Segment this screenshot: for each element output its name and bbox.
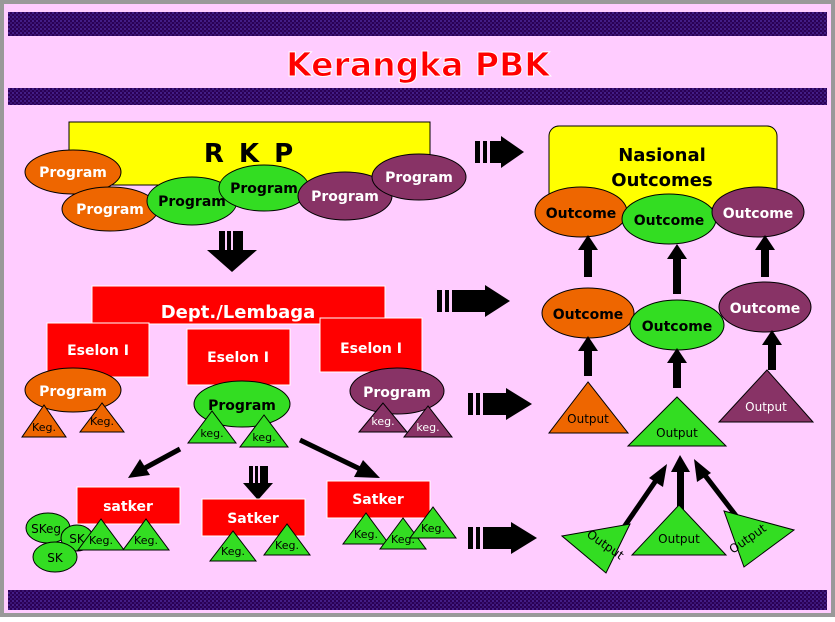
dept-keg-triangle-3: [187, 410, 237, 444]
dept-program-oval-3: [349, 367, 445, 415]
eselon-label-1: Eselon I: [67, 343, 129, 359]
top-band: [8, 12, 827, 36]
satker-keg-6: Keg.: [391, 533, 415, 546]
eselon-label-2: Eselon I: [207, 350, 269, 366]
bottom-band: [8, 590, 827, 610]
arrow-to-satker-left-icon: [128, 446, 182, 478]
output-3: Output: [745, 400, 787, 414]
satker-keg-triangle-4: [263, 523, 311, 556]
dept-keg-triangle-5: [357, 402, 409, 433]
rkp-program-5: Program: [311, 189, 379, 205]
satker-keg-4: Keg.: [275, 539, 299, 552]
dept-keg-2: Keg.: [90, 415, 114, 428]
arrow-up-icon-4: [578, 336, 598, 376]
satker-keg-triangle-5: [342, 512, 390, 545]
arrow-up-icon-3: [755, 235, 775, 277]
arrow-right-icon-1: [475, 136, 524, 168]
dept-keg-4: keg.: [252, 431, 275, 444]
nasional-label-line2: Outcomes: [611, 170, 712, 191]
title-band: [8, 88, 827, 105]
arrow-up-icon-5: [667, 348, 687, 388]
nasional-outcome-2: Outcome: [634, 213, 705, 229]
dept-keg-6: keg.: [416, 421, 439, 434]
dept-keg-triangle-4: [239, 414, 289, 448]
rkp-program-1: Program: [39, 165, 107, 181]
dept-keg-triangle-2: [78, 402, 126, 433]
bottom-output-triangle-1: [560, 523, 631, 574]
sk-oval-3: [32, 541, 78, 573]
dept-program-1: Program: [39, 384, 107, 400]
dept-keg-1: Keg.: [32, 421, 56, 434]
arrow-down-icon: [207, 231, 257, 272]
rkp-program-2: Program: [76, 202, 144, 218]
sk-label-3: SK: [47, 551, 64, 565]
output-1: Output: [567, 412, 609, 426]
dept-program-oval-2: [193, 380, 291, 428]
output-triangle-2: [626, 396, 728, 447]
dept-keg-3: keg.: [200, 427, 223, 440]
rkp-program-3: Program: [158, 194, 226, 210]
satker-label-2: Satker: [227, 511, 279, 527]
satker-keg-triangle-7: [409, 506, 457, 539]
eselon-label-3: Eselon I: [340, 341, 402, 357]
satker-label-3: Satker: [352, 492, 404, 508]
satker-box-1: [76, 486, 181, 525]
dept-program-oval-1: [24, 367, 122, 413]
arrow-right-icon-3: [468, 388, 532, 420]
sk-label-2: SK: [69, 532, 86, 546]
dept-keg-triangle-1: [21, 404, 67, 438]
rkp-programs: Program Program Program Program Program …: [24, 149, 467, 232]
satker-keg-7: Keg.: [421, 522, 445, 535]
satker-keg-3: Keg.: [221, 545, 245, 558]
dept-program-3: Program: [363, 385, 431, 401]
dept-keg-5: keg.: [371, 415, 394, 428]
arrow-up-icon-1: [578, 235, 598, 277]
rkp-program-6: Program: [385, 170, 453, 186]
sk-label-1: SKeg.: [31, 522, 65, 536]
arrow-up-icon-7: [671, 455, 690, 512]
arrow-up-icon-2: [667, 244, 687, 294]
dept-program-2: Program: [208, 398, 276, 414]
nasional-outcome-oval-3: [711, 186, 805, 238]
mid-outcome-3: Outcome: [730, 301, 801, 317]
arrow-right-icon-4: [468, 522, 537, 554]
mid-outcome-2: Outcome: [642, 319, 713, 335]
eselon-box-3: [319, 317, 423, 373]
nasional-outcome-1: Outcome: [546, 206, 617, 222]
satker-keg-5: Keg.: [354, 528, 378, 541]
mid-outcome-1: Outcome: [553, 307, 624, 323]
dept-keg-triangle-6: [402, 405, 454, 438]
arrow-to-satker-middle-icon: [243, 466, 273, 500]
eselon-box-2: [186, 328, 291, 386]
satker-keg-triangle-1: [77, 518, 125, 551]
satker-box-3: [326, 480, 431, 519]
nasional-outcome-3: Outcome: [723, 206, 794, 222]
satker-keg-1: Keg.: [89, 534, 113, 547]
satker-keg-triangle-2: [122, 518, 170, 551]
output-2: Output: [656, 426, 698, 440]
arrow-up-icon-6: [762, 330, 782, 370]
bottom-output-triangle-3: [723, 510, 796, 568]
arrow-diag-left-icon: [621, 464, 667, 529]
arrow-diag-right-icon: [694, 459, 739, 519]
satker-keg-triangle-3: [208, 530, 258, 562]
arrow-right-icon-2: [437, 285, 510, 317]
rkp-label: R K P: [204, 139, 296, 169]
page-title: Kerangka PBK: [286, 45, 551, 84]
bottom-output-triangle-2: [630, 504, 728, 556]
arrow-to-satker-right-icon: [298, 437, 380, 478]
satker-label-1: satker: [103, 499, 153, 515]
output-triangle-1: [547, 381, 630, 434]
rkp-program-4: Program: [230, 181, 298, 197]
dept-lembaga-label: Dept./Lembaga: [161, 302, 316, 323]
output-triangle-3: [717, 369, 815, 423]
satker-keg-2: Keg.: [134, 534, 158, 547]
nasional-label-line1: Nasional: [618, 145, 706, 166]
bottom-output-2: Output: [658, 532, 700, 546]
mid-outcome-oval-3: [718, 281, 812, 333]
